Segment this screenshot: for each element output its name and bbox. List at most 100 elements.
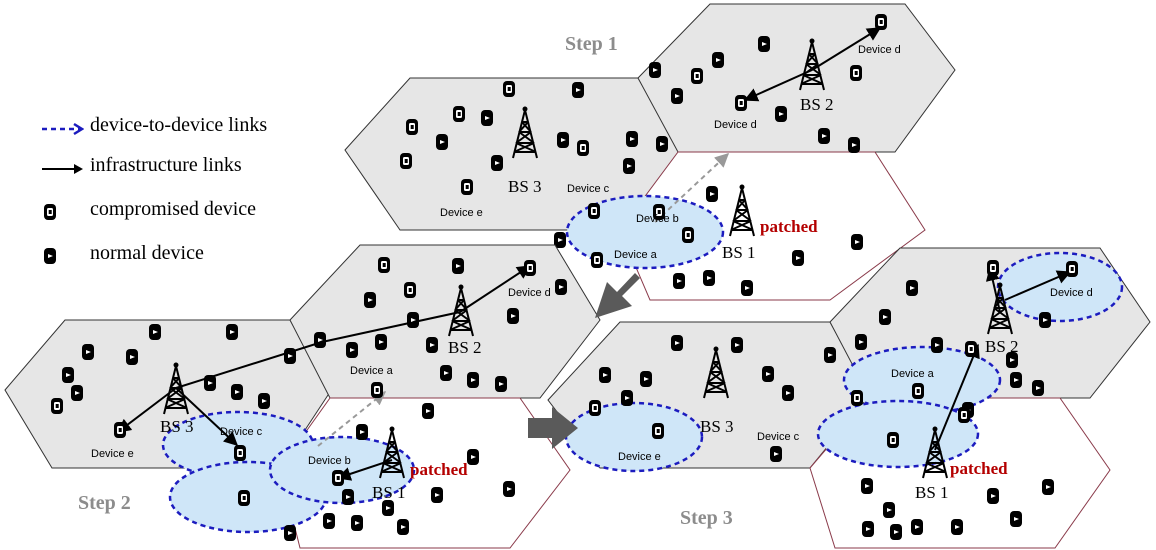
infra-link-bs3-device-c xyxy=(175,387,239,446)
device-icon xyxy=(440,365,452,381)
solid-arrow-icon xyxy=(42,164,83,174)
device-icon xyxy=(397,519,409,535)
device-icon xyxy=(375,334,387,350)
device-icon xyxy=(436,134,448,150)
device-icon xyxy=(770,446,782,462)
device-icon xyxy=(351,515,363,531)
patched-label-step1: patched xyxy=(760,217,818,236)
device-icon xyxy=(364,292,376,308)
device-icon xyxy=(599,367,611,383)
device-icon xyxy=(452,258,464,274)
device-icon xyxy=(1042,479,1054,495)
device-icon xyxy=(958,407,970,423)
device-icon xyxy=(400,153,412,169)
device-label: Device d xyxy=(714,119,757,131)
device-icon xyxy=(1039,312,1051,328)
device-icon xyxy=(673,273,685,289)
patched-label-step2: patched xyxy=(410,460,468,479)
bs3-label-step1: BS 3 xyxy=(508,177,542,196)
device-icon xyxy=(557,132,569,148)
device-icon xyxy=(422,403,434,419)
normal-device-icon xyxy=(44,248,56,264)
device-label: Device d xyxy=(858,44,901,56)
device-icon xyxy=(671,335,683,351)
device-icon xyxy=(382,500,394,516)
device-icon xyxy=(577,140,589,156)
device-icon xyxy=(691,68,703,84)
device-icon xyxy=(431,487,443,503)
device-icon xyxy=(862,521,874,537)
legend-label-infra: infrastructure links xyxy=(90,154,242,176)
device-icon xyxy=(649,62,661,78)
device-icon xyxy=(906,280,918,296)
legend-item-normal: normal device xyxy=(40,242,340,272)
device-icon xyxy=(231,384,243,400)
device-icon xyxy=(323,513,335,529)
device-icon xyxy=(965,341,977,357)
cell-bs1-step1 xyxy=(619,151,926,301)
device-icon xyxy=(851,234,863,250)
device-icon xyxy=(671,88,683,104)
device-icon xyxy=(555,279,567,295)
device-icon xyxy=(851,390,863,406)
bs1-label-step1: BS 1 xyxy=(722,243,756,262)
compromised-device-icon xyxy=(44,204,56,220)
legend-label-normal: normal device xyxy=(90,242,204,264)
device-icon xyxy=(758,36,770,52)
device-icon xyxy=(850,65,862,81)
step-label-2: Step 2 xyxy=(78,492,131,514)
legend-item-compromised: compromised device xyxy=(40,198,340,228)
device-icon xyxy=(149,324,161,340)
infra-link-bs1-bs2-step3 xyxy=(934,343,980,451)
device-icon xyxy=(890,524,902,540)
device-icon xyxy=(284,348,296,364)
patched-label-step3: patched xyxy=(950,459,1008,478)
device-icon xyxy=(987,260,999,276)
device-icon xyxy=(404,282,416,298)
device-icon xyxy=(82,344,94,360)
dashed-arrow-icon xyxy=(42,122,84,136)
device-icon xyxy=(407,312,419,328)
device-icon xyxy=(682,227,694,243)
device-icon xyxy=(591,252,603,268)
device-icon xyxy=(731,337,743,353)
transition-arrow-step2-to-step3 xyxy=(528,407,578,449)
device-icon xyxy=(503,81,515,97)
device-icon xyxy=(453,106,465,122)
device-icon xyxy=(883,502,895,518)
device-icon xyxy=(855,334,867,350)
d2d-bubble-step1 xyxy=(565,194,725,270)
device-icon xyxy=(652,423,664,439)
device-icon xyxy=(332,470,344,486)
device-icon xyxy=(712,52,724,68)
device-icon xyxy=(314,332,326,348)
device-icon xyxy=(126,349,138,365)
device-label: Device e xyxy=(440,207,483,219)
bs2-label-step2: BS 2 xyxy=(448,338,482,357)
device-icon xyxy=(284,525,296,541)
device-icon xyxy=(238,490,250,506)
device-label: Device e xyxy=(618,451,661,463)
device-icon xyxy=(875,14,887,30)
device-label: Device b xyxy=(636,213,679,225)
device-icon xyxy=(406,119,418,135)
device-icon xyxy=(51,398,63,414)
device-icon xyxy=(626,131,638,147)
device-icon xyxy=(1066,261,1078,277)
bs1-label-step2: BS 1 xyxy=(372,483,406,502)
device-label: Device d xyxy=(1050,287,1093,299)
device-icon xyxy=(491,155,503,171)
device-icon xyxy=(1010,372,1022,388)
device-icon xyxy=(62,367,74,383)
device-icon xyxy=(656,136,668,152)
legend-label-d2d: device-to-device links xyxy=(90,114,268,136)
device-label: Device e xyxy=(91,448,134,460)
device-label: Device d xyxy=(508,287,551,299)
d2d-link-step3 xyxy=(1004,270,1072,301)
device-icon xyxy=(461,179,473,195)
bs3-label-step3: BS 3 xyxy=(700,417,734,436)
device-icon xyxy=(703,270,715,286)
device-icon xyxy=(741,280,753,296)
infra-link-bs2-device-d xyxy=(811,27,882,71)
